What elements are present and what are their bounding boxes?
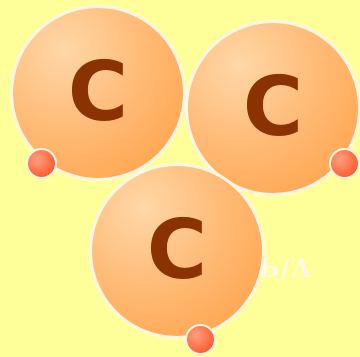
faint-text-right: Ь/Δ (258, 254, 313, 284)
atom-symbol: C (146, 203, 208, 298)
electron-dot-left (26, 148, 57, 179)
carbon-atom-bottom: C (89, 163, 265, 339)
atom-symbol: C (242, 60, 304, 155)
electron-dot-bottom (185, 324, 216, 355)
electron-dot-right (329, 148, 360, 179)
atom-symbol: C (67, 45, 129, 140)
